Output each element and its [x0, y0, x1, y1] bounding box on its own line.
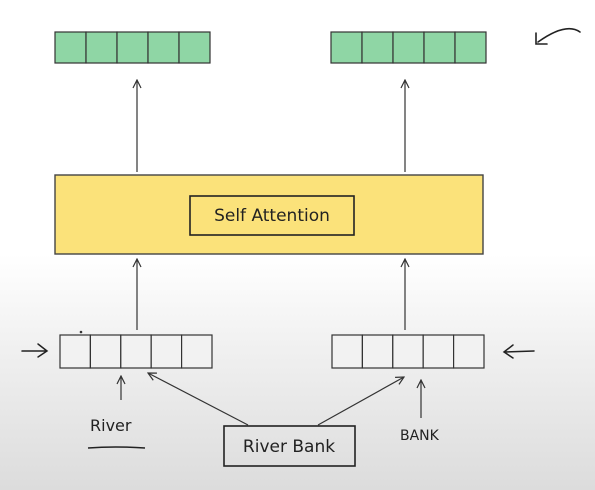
arrow-phrase-to-input-left	[148, 373, 249, 426]
word-river-underline	[87, 446, 146, 449]
output-vector-left-cell	[54, 31, 87, 64]
output-vector-right-cell	[454, 31, 487, 64]
word-river: River	[90, 416, 132, 435]
pointer-arrow-input-left	[21, 343, 49, 358]
output-vector-right-cell	[392, 31, 425, 64]
input-vector-right	[331, 334, 485, 369]
self-attention-label: Self Attention	[214, 206, 330, 226]
pointer-arrow-output-right	[535, 27, 581, 45]
self-attention-label-box	[189, 195, 355, 236]
output-vector-left-cell	[116, 31, 149, 64]
output-vector-right-cell	[423, 31, 456, 64]
output-vector-right-cell	[330, 31, 363, 64]
pointer-arrow-input-right	[502, 344, 535, 359]
input-vector-right-cell	[331, 334, 363, 369]
output-vector-left-cell	[147, 31, 180, 64]
output-vector-left-cell	[178, 31, 211, 64]
input-vector-left-cell	[59, 334, 91, 369]
input-vector-left	[59, 334, 213, 369]
input-vector-left-cell	[120, 334, 152, 369]
output-vector-left	[54, 31, 211, 64]
output-vector-right-cell	[361, 31, 394, 64]
input-vector-right-cell	[361, 334, 394, 369]
input-vector-right-cell	[392, 334, 424, 369]
input-vector-left-cell	[150, 334, 183, 369]
word-bank: BANK	[400, 428, 440, 444]
output-vector-right	[330, 31, 487, 64]
input-vector-left-cell	[181, 334, 213, 369]
phrase-label: River Bank	[243, 437, 335, 457]
input-vector-dot	[79, 330, 83, 334]
arrow-phrase-to-input-right	[317, 377, 404, 426]
input-vector-right-cell	[422, 334, 455, 369]
self-attention-block	[54, 174, 484, 255]
input-vector-left-cell	[89, 334, 122, 369]
phrase-box	[223, 425, 356, 467]
input-vector-right-cell	[453, 334, 485, 369]
output-vector-left-cell	[85, 31, 118, 64]
